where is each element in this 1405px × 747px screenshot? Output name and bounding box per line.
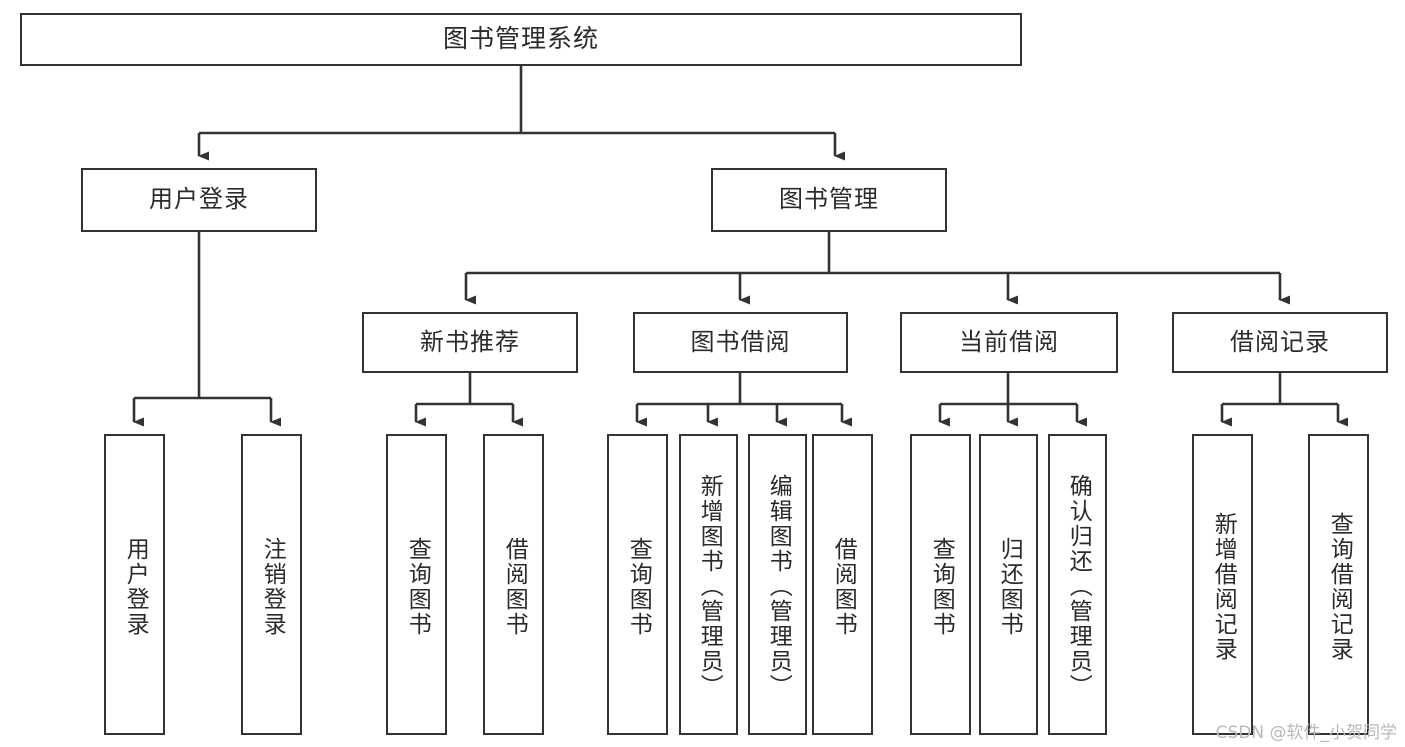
node-user-login-label: 用户登录 [149,185,249,214]
leaf-user-login-logout[interactable]: 注销登录 [241,434,302,735]
leaf-user-login-logout-label: 注销登录 [259,536,286,637]
leaf-current-return-book-label: 归还图书 [996,536,1023,637]
leaf-borrow-borrow-book[interactable]: 借阅图书 [812,434,873,735]
node-book-borrow-label: 图书借阅 [690,327,791,356]
node-current-borrow-label: 当前借阅 [959,327,1059,356]
leaf-new-book-borrow-label: 借阅图书 [501,536,528,637]
node-new-book-recommend-label: 新书推荐 [420,327,520,356]
node-book-management[interactable]: 图书管理 [711,168,947,232]
leaf-record-add-label: 新增借阅记录 [1210,511,1237,662]
leaf-borrow-borrow-book-label: 借阅图书 [830,536,857,637]
leaf-user-login-login[interactable]: 用户登录 [104,434,165,735]
csdn-watermark: CSDN @软件_小贺同学 [1215,723,1397,743]
leaf-new-book-query-label: 查询图书 [404,536,431,637]
leaf-new-book-query[interactable]: 查询图书 [386,434,447,735]
leaf-borrow-add-book[interactable]: 新增图书（管理员） [679,434,738,735]
leaf-current-query-book[interactable]: 查询图书 [910,434,971,735]
node-root[interactable]: 图书管理系统 [20,13,1022,66]
node-new-book-recommend[interactable]: 新书推荐 [362,312,578,373]
node-borrow-record-label: 借阅记录 [1230,327,1330,356]
leaf-current-query-book-label: 查询图书 [928,536,955,637]
node-borrow-record[interactable]: 借阅记录 [1172,312,1388,373]
node-root-label: 图书管理系统 [442,24,599,54]
leaf-borrow-add-book-label: 新增图书（管理员） [696,474,723,699]
node-book-borrow[interactable]: 图书借阅 [633,312,848,373]
leaf-user-login-login-label: 用户登录 [122,536,149,637]
leaf-borrow-query-book[interactable]: 查询图书 [607,434,668,735]
leaf-current-confirm-return-label: 确认归还（管理员） [1065,474,1092,699]
leaf-borrow-edit-book[interactable]: 编辑图书（管理员） [748,434,807,735]
leaf-current-confirm-return[interactable]: 确认归还（管理员） [1048,434,1107,735]
leaf-borrow-query-book-label: 查询图书 [625,536,652,637]
node-current-borrow[interactable]: 当前借阅 [900,312,1118,373]
node-user-login[interactable]: 用户登录 [81,168,317,232]
leaf-record-add[interactable]: 新增借阅记录 [1192,434,1253,735]
leaf-new-book-borrow[interactable]: 借阅图书 [483,434,544,735]
leaf-borrow-edit-book-label: 编辑图书（管理员） [765,474,792,699]
node-book-management-label: 图书管理 [779,185,879,214]
leaf-current-return-book[interactable]: 归还图书 [979,434,1038,735]
leaf-record-query-label: 查询借阅记录 [1326,511,1353,662]
leaf-record-query[interactable]: 查询借阅记录 [1308,434,1369,735]
